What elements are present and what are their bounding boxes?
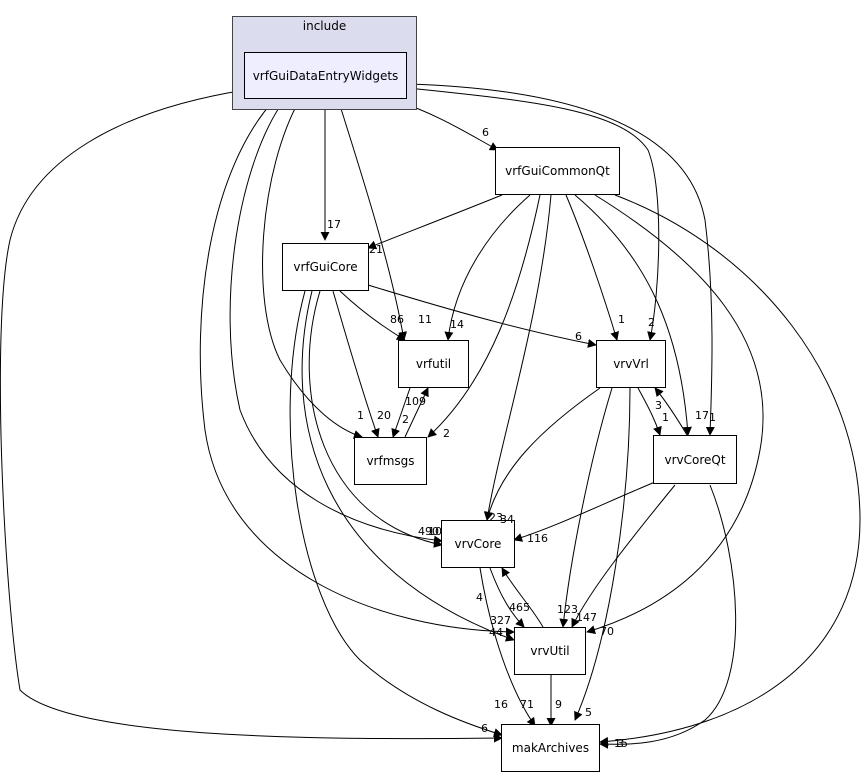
edge-label[interactable]: 490 bbox=[418, 525, 439, 538]
edge-label[interactable]: 3 bbox=[617, 737, 624, 750]
edge-label[interactable]: 1 bbox=[662, 411, 669, 424]
edge-label[interactable]: 11 bbox=[418, 313, 432, 326]
edge-label[interactable]: 21 bbox=[369, 243, 383, 256]
edge-label[interactable]: 109 bbox=[405, 395, 426, 408]
edge-label[interactable]: 70 bbox=[600, 625, 614, 638]
edge-label[interactable]: 6 bbox=[575, 330, 582, 343]
edge-guicore-to-vrvcore bbox=[308, 290, 443, 548]
edge-guicore-to-makarchives bbox=[289, 290, 503, 737]
edge-commonqt-to-vrvvrl bbox=[565, 194, 619, 341]
edge-vrvcoreqt-to-vrvvrl bbox=[654, 387, 688, 436]
edge-label[interactable]: 15 bbox=[614, 737, 628, 750]
edge-widgets-to-vrvvrl bbox=[407, 87, 660, 341]
edge-vrvcore-to-vrvutil bbox=[489, 567, 525, 628]
edge-label[interactable]: 71 bbox=[520, 698, 534, 711]
edge-widgets-to-vrvutil bbox=[199, 98, 515, 637]
edge-label[interactable]: 116 bbox=[527, 532, 548, 545]
edge-label[interactable]: 2 bbox=[443, 427, 450, 440]
node-vrfguicore[interactable]: vrfGuiCore bbox=[282, 243, 369, 291]
edge-label[interactable]: 14 bbox=[450, 318, 464, 331]
node-vrvcore[interactable]: vrvCore bbox=[441, 520, 515, 568]
node-vrfguidataentrywidgets[interactable]: vrfGuiDataEntryWidgets bbox=[244, 52, 407, 99]
edge-label[interactable]: 17 bbox=[327, 218, 341, 231]
node-makarchives[interactable]: makArchives bbox=[501, 724, 600, 772]
edge-guicore-to-vrvvrl bbox=[367, 284, 597, 348]
edge-guicore-to-vrfutil bbox=[339, 290, 406, 341]
edge-commonqt-to-vrvcoreqt bbox=[574, 194, 692, 436]
edge-widgets-to-vrvcoreqt bbox=[407, 83, 715, 436]
edge-label[interactable]: 1 bbox=[618, 313, 625, 326]
edge-label[interactable]: 16 bbox=[494, 698, 508, 711]
edge-commonqt-to-vrfutil bbox=[444, 194, 531, 341]
edge-label[interactable]: 2 bbox=[648, 316, 655, 329]
edge-commonqt-to-guicore bbox=[367, 194, 503, 250]
edge-commonqt-to-vrvcore bbox=[483, 194, 552, 521]
edge-vrvcoreqt-to-makarchives bbox=[599, 484, 737, 749]
edge-label[interactable]: 6 bbox=[481, 722, 488, 735]
edge-vrvvrl-to-makarchives bbox=[574, 387, 631, 721]
edge-label[interactable]: 10 bbox=[428, 525, 442, 538]
edge-widgets-to-vrfutil bbox=[337, 98, 408, 341]
edge-guicore-to-vrvutil bbox=[301, 290, 515, 642]
edge-label[interactable]: 4 bbox=[476, 591, 483, 604]
edge-label[interactable]: 86 bbox=[390, 313, 404, 326]
edge-commonqt-to-vrfmsgs bbox=[427, 194, 541, 438]
node-vrfguicommonqt[interactable]: vrfGuiCommonQt bbox=[495, 147, 620, 195]
edge-label[interactable]: 17 bbox=[695, 409, 709, 422]
edge-label[interactable]: 34 bbox=[500, 513, 514, 526]
edge-vrvvrl-to-vrvutil bbox=[559, 387, 613, 628]
edge-vrfmsgs-to-vrfutil bbox=[404, 387, 429, 438]
node-vrfmsgs[interactable]: vrfmsgs bbox=[354, 437, 427, 485]
cluster-label: include bbox=[302, 19, 347, 33]
edge-vrvcoreqt-to-vrvcore bbox=[513, 481, 656, 542]
edge-guicore-to-vrfmsgs bbox=[332, 290, 380, 438]
edge-label[interactable]: 20 bbox=[377, 409, 391, 422]
edge-commonqt-to-vrvutil bbox=[586, 194, 764, 634]
edge-label[interactable]: 23 bbox=[489, 511, 503, 524]
edge-label[interactable]: 3 bbox=[655, 399, 662, 412]
edge-label[interactable]: 147 bbox=[576, 611, 597, 624]
edge-label[interactable]: 1 bbox=[357, 409, 364, 422]
edge-widgets-to-makarchives bbox=[0, 89, 503, 743]
edge-label[interactable]: 6 bbox=[482, 126, 489, 139]
edge-vrvcore-to-makarchives bbox=[479, 567, 536, 727]
edge-label[interactable]: 44 bbox=[489, 626, 503, 639]
node-vrvcoreqt[interactable]: vrvCoreQt bbox=[653, 435, 737, 484]
edge-label[interactable]: 9 bbox=[555, 698, 562, 711]
edge-label[interactable]: 327 bbox=[490, 614, 511, 627]
edge-label[interactable]: 2 bbox=[402, 413, 409, 426]
edge-label[interactable]: 465 bbox=[509, 601, 530, 614]
node-vrfutil[interactable]: vrfutil bbox=[398, 340, 469, 388]
node-vrvvrl[interactable]: vrvVrl bbox=[596, 340, 666, 388]
edge-vrvcoreqt-to-vrvutil bbox=[571, 484, 676, 628]
node-vrvutil[interactable]: vrvUtil bbox=[514, 627, 586, 675]
edge-widgets-to-vrfmsgs bbox=[262, 98, 363, 439]
edge-vrvvrl-to-vrvcore bbox=[484, 387, 601, 521]
edge-vrvutil-to-vrvcore bbox=[501, 567, 544, 628]
edge-vrvvrl-to-vrvcoreqt bbox=[637, 387, 662, 436]
edge-label[interactable]: 5 bbox=[585, 706, 592, 719]
edge-label[interactable]: 123 bbox=[557, 603, 578, 616]
edge-commonqt-to-makarchives bbox=[599, 194, 861, 746]
edge-label[interactable]: 1 bbox=[709, 411, 716, 424]
edge-widgets-to-vrvcore bbox=[229, 98, 443, 545]
edge-vrfutil-to-vrfmsgs bbox=[391, 387, 411, 438]
